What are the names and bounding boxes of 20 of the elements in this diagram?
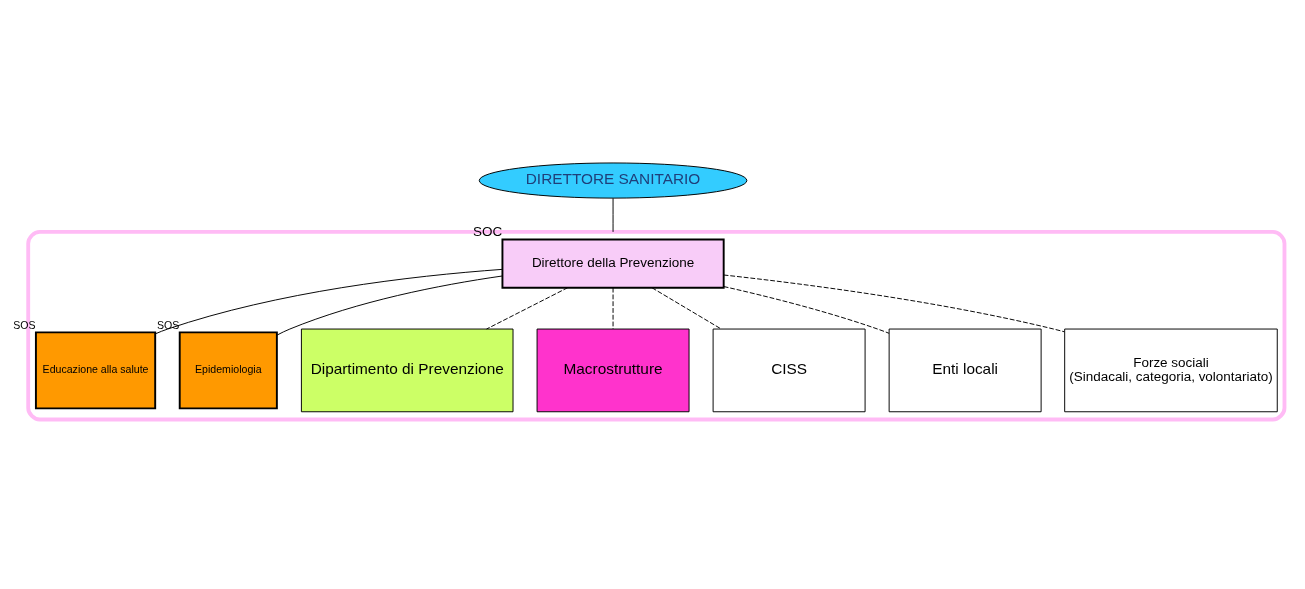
connector <box>612 197 614 232</box>
connector <box>612 286 614 329</box>
node-label: SOS <box>13 318 36 331</box>
connector <box>276 275 503 336</box>
node-box: Direttore della Prevenzione <box>501 238 725 289</box>
node-box: Educazione alla salute <box>34 330 157 409</box>
node-box: CISS <box>712 328 866 412</box>
node-box: Epidemiologia <box>178 330 278 409</box>
node-box: Macrostrutture <box>536 328 690 412</box>
node-label: SOC <box>472 223 503 239</box>
connector <box>154 268 503 334</box>
connector <box>651 286 722 329</box>
connector <box>486 286 569 330</box>
node-ellipse: DIRETTORE SANITARIO <box>478 162 748 199</box>
node-box: Dipartimento di Prevenzione <box>300 328 514 412</box>
connector <box>723 274 1065 332</box>
connector <box>723 285 890 334</box>
node-box: Enti locali <box>888 328 1042 412</box>
node-label: SOS <box>157 318 180 331</box>
node-box: Forze sociali (Sindacali, categoria, volontariato) <box>1064 328 1278 412</box>
